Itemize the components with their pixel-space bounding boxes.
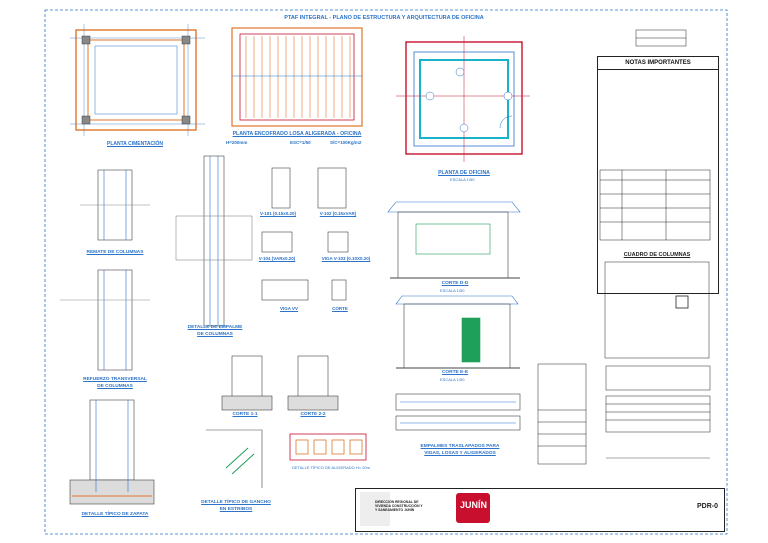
dependencia-line-2: VIVIENDA CONSTRUCCIÓN Y (375, 504, 423, 509)
planta-oficina-label: PLANTA DE OFICINA (438, 170, 490, 176)
planta-encofrado-label: PLANTA ENCOFRADO LOSA ALIGERADA - OFICIN… (232, 131, 362, 137)
dependencia-line-3: Y SANEAMIENTO JUNÍN (375, 508, 415, 513)
v102-label: V-102 (0.15xVAR) (319, 211, 357, 216)
sc-label: S/C=100Kg/m2 (330, 140, 362, 145)
title-block-emblem (360, 492, 390, 526)
detalle-empalme-label-1: DETALLE DE EMPALME (187, 325, 243, 330)
detalle-gancho-drawing (206, 429, 263, 488)
detalle-zapata-drawing (69, 399, 155, 505)
corte-e-e-drawing (395, 295, 520, 369)
corte-1-1-drawing (221, 355, 339, 411)
corte-11-label: CORTE 1-1 (232, 412, 258, 417)
empalmes-drawing (395, 393, 521, 431)
detalle-aligerado-drawing (289, 433, 367, 461)
detalle-aligerado-label: DETALLE TÍPICO DE ALIGERADO H=.20m (292, 465, 370, 470)
v104-label: V-104 (VARx0.20) (258, 256, 296, 261)
v103-label: VIGA V-103 (0.10X0.20) (321, 256, 371, 261)
viga-vv-label: VIGA VV (279, 306, 299, 311)
sheet-border (44, 9, 728, 535)
corte-ee-label: CORTE E-E (441, 370, 469, 375)
junin-logo: JUNÍN (456, 493, 490, 523)
detalle-gancho-label-2: EN ESTRIBOS (219, 507, 253, 512)
detalle-gancho-label-1: DETALLE TÍPICO DE GANCHO (201, 500, 271, 505)
corte-dd-label: CORTE D-D (441, 281, 469, 286)
corte-label: CORTE (332, 306, 348, 311)
detalle-empalme-drawing (175, 155, 253, 327)
empalmes-label-1: EMPALMES TRASLAPADOS PARA (420, 444, 500, 449)
planta-cimentacion-drawing (70, 24, 205, 136)
escala-label: ESCALA 1/50 (450, 177, 475, 182)
notas-importantes-box: NOTAS IMPORTANTES (597, 56, 719, 294)
detalle-empalme-label-2: DE COLUMNAS (197, 332, 233, 337)
refuerzo-label-1: REFUERZO TRANSVERSAL (83, 377, 147, 382)
refuerzo-label-2: DE COLUMNAS (97, 384, 133, 389)
corte-ee-escala: ESCALA 1/50 (440, 377, 465, 382)
esc-label: ESC=1/50 (290, 140, 311, 145)
cuadro-columnas-title: CUADRO DE COLUMNAS (623, 252, 691, 258)
refuerzo-transversal-drawing (60, 269, 150, 371)
remate-columnas-drawing (80, 169, 150, 241)
remate-label: REMATE DE COLUMNAS (86, 250, 144, 255)
notas-heading: NOTAS IMPORTANTES (598, 57, 718, 70)
empalmes-label-2: VIGAS, LOSAS Y ALIGERADOS (424, 451, 496, 456)
v101-label: V-101 (0.15x0.20) (259, 211, 297, 216)
corte-22-label: CORTE 2-2 (300, 412, 326, 417)
small-tables (537, 29, 711, 465)
lamina-code: PDR-0 (696, 503, 718, 510)
h-label: H=200mm (226, 140, 248, 145)
dependencia-line-1: DIRECCIÓN REGIONAL DE (375, 500, 419, 504)
viga-sections-drawing (261, 167, 349, 301)
planta-oficina-drawing (396, 36, 530, 162)
detalle-zapata-label: DETALLE TÍPICO DE ZAPATA (81, 512, 149, 517)
dependencia-text: DIRECCIÓN REGIONAL DE VIVIENDA CONSTRUCC… (375, 500, 423, 513)
junin-logo-text: JUNÍN (460, 500, 488, 510)
sheet-title: PTAF INTEGRAL - PLANO DE ESTRUCTURA Y AR… (284, 15, 484, 21)
title-block: PDR-0 (355, 488, 725, 532)
corte-dd-escala: ESCALA 1/50 (440, 288, 465, 293)
corte-d-d-drawing (387, 201, 521, 279)
planta-cimentacion-label: PLANTA CIMENTACIÓN (106, 141, 163, 147)
planta-encofrado-drawing (231, 27, 363, 127)
